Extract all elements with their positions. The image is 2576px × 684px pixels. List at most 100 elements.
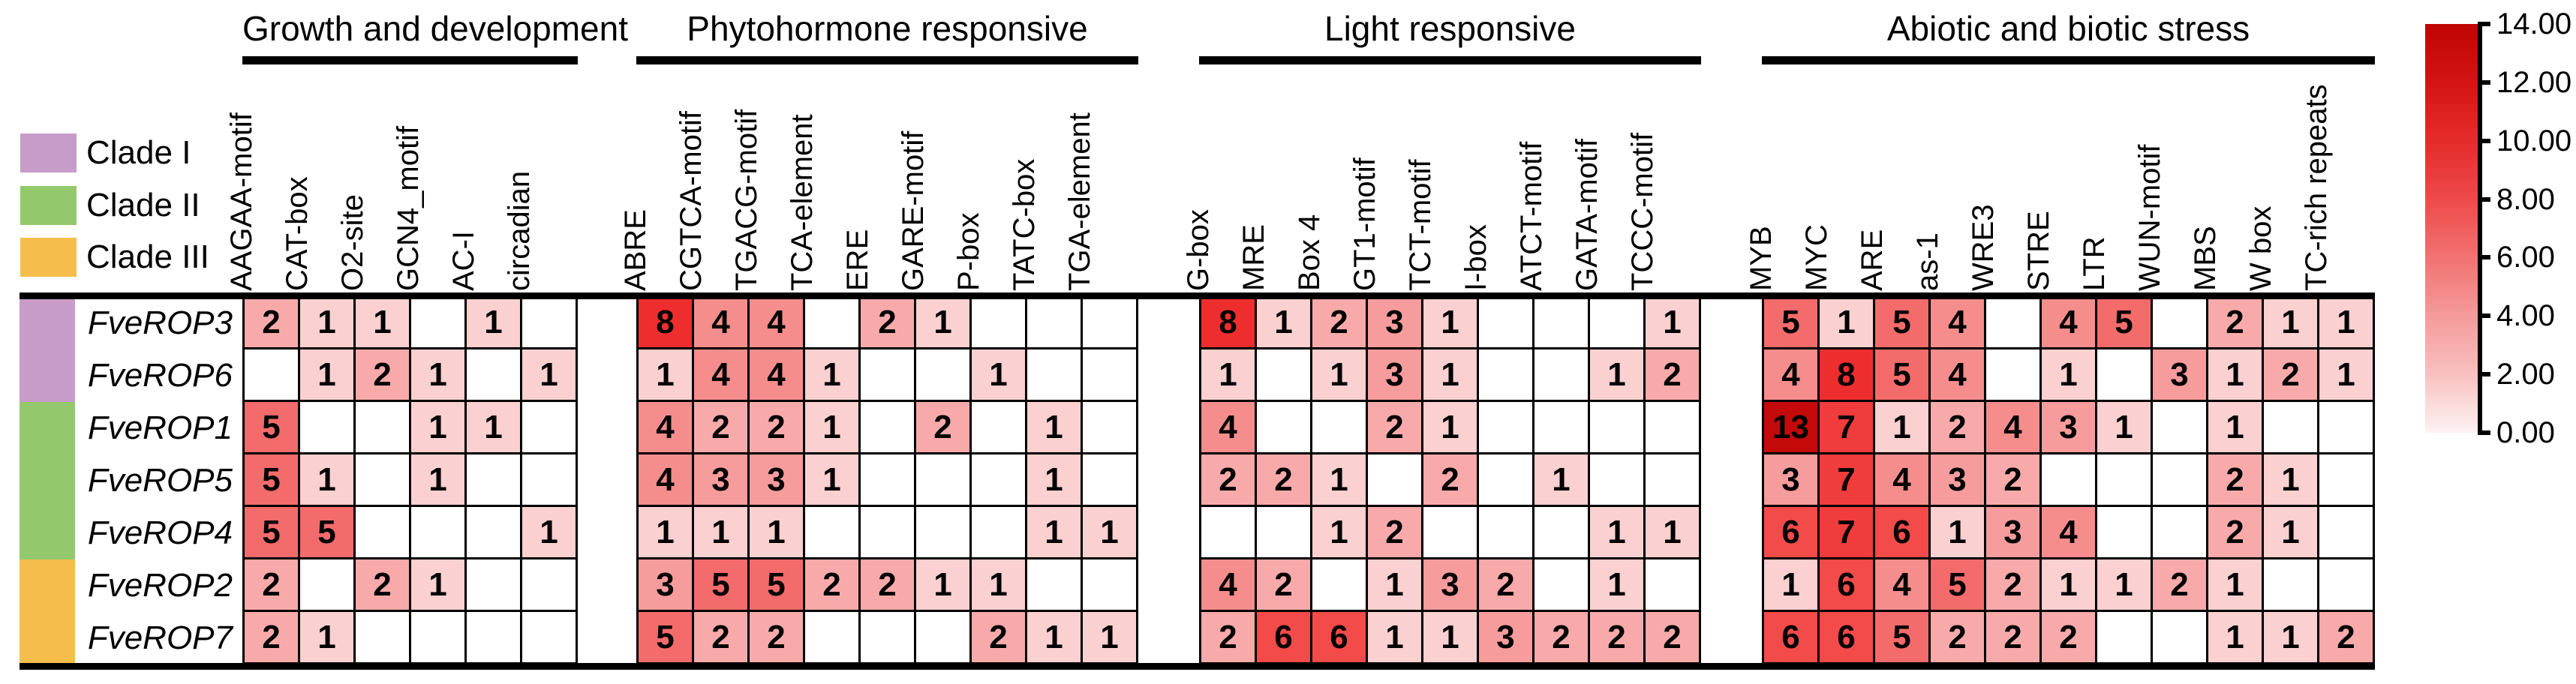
heatmap-cell-value: 2: [1663, 618, 1682, 656]
column-label: TCA-element: [785, 114, 819, 291]
heatmap-cell: 2: [1368, 507, 1421, 557]
heatmap-cell: 4: [750, 297, 803, 347]
heatmap-cell-value: 1: [1781, 566, 1800, 603]
heatmap-cell-value: 4: [1892, 460, 1911, 498]
heatmap-cell: [467, 507, 520, 557]
heatmap-cell: 6: [1820, 612, 1873, 662]
heatmap-cell: 4: [694, 350, 747, 400]
heatmap-cell-value: 3: [1385, 356, 1404, 393]
heatmap-cell: [522, 560, 576, 610]
heatmap-cell: 1: [1083, 612, 1136, 662]
heatmap-cell: 2: [1986, 612, 2039, 662]
heatmap-cell-value: 5: [2115, 303, 2133, 340]
heatmap-cell: 1: [2264, 454, 2317, 505]
heatmap-cell-value: 1: [1330, 513, 1348, 550]
heatmap-cell: 2: [1986, 560, 2039, 610]
heatmap-cell: 1: [1423, 612, 1477, 662]
heatmap-cell-value: 2: [1607, 618, 1626, 656]
heatmap-cell: 1: [356, 297, 409, 347]
heatmap-cell: 1: [1875, 402, 1928, 452]
heatmap-cell: [1201, 507, 1255, 557]
column-label: GT1-motif: [1348, 158, 1381, 291]
heatmap-cell: 5: [2097, 297, 2151, 347]
heatmap-cell-value: 4: [656, 460, 675, 498]
column-label: as-1: [1910, 232, 1944, 291]
column-group-underline-bar: [1199, 56, 1701, 64]
column-label: TGA-element: [1063, 112, 1096, 291]
heatmap-cell: [300, 560, 353, 610]
heatmap-cell-value: 1: [989, 356, 1008, 393]
heatmap-cell-value: 4: [711, 303, 730, 340]
heatmap-cell: 3: [2153, 350, 2206, 400]
heatmap-cell-value: 5: [1892, 303, 1911, 340]
heatmap-cell-value: 7: [1837, 460, 1856, 498]
heatmap-cell: 6: [1764, 507, 1817, 557]
heatmap-cell: [1027, 350, 1081, 400]
heatmap-cell-value: 1: [822, 460, 841, 498]
column-label: Box 4: [1292, 214, 1326, 291]
heatmap-cell-value: 2: [2281, 356, 2300, 393]
colorbar-tick-label: 14.00: [2496, 8, 2572, 40]
heatmap-cell: 5: [1764, 297, 1817, 347]
heatmap-cell: 1: [972, 350, 1025, 400]
heatmap-cell: 1: [1590, 350, 1643, 400]
heatmap-cell: 1: [639, 507, 692, 557]
heatmap-cell: [522, 297, 576, 347]
column-label: ERE: [840, 229, 874, 291]
heatmap-cell-value: 1: [428, 408, 447, 446]
heatmap-cell: [1027, 560, 1081, 610]
heatmap-cell: 2: [1646, 350, 1699, 400]
heatmap-cell: 1: [300, 297, 353, 347]
heatmap-cell: [1257, 350, 1310, 400]
heatmap-cell: [916, 350, 969, 400]
heatmap-cell-value: 2: [767, 618, 786, 656]
colorbar-tick: [2478, 255, 2490, 260]
heatmap-cell: [861, 402, 914, 452]
heatmap-cell: 6: [1312, 612, 1366, 662]
column-label: WUN-motif: [2133, 144, 2166, 291]
heatmap-cell: 2: [1534, 612, 1588, 662]
heatmap-cell: 1: [522, 507, 576, 557]
heatmap-cell: 8: [639, 297, 692, 347]
heatmap-cell: 3: [1986, 507, 2039, 557]
heatmap-cell-value: 13: [1772, 408, 1809, 446]
heatmap-cell: 1: [1590, 507, 1643, 557]
heatmap-cell: 6: [1764, 612, 1817, 662]
heatmap-cell: [1590, 454, 1643, 505]
heatmap-cell-value: 1: [1385, 566, 1404, 603]
heatmap-cell: 4: [1931, 350, 1984, 400]
heatmap-cell-value: 4: [2059, 303, 2078, 340]
heatmap-cell-value: 1: [1607, 513, 1626, 550]
heatmap-cell: [972, 402, 1025, 452]
heatmap-top-border: [20, 292, 2375, 299]
heatmap-cell: 1: [2097, 402, 2151, 452]
heatmap-cell: 3: [1423, 560, 1477, 610]
heatmap-cell: [1479, 297, 1532, 347]
heatmap-cell: 1: [411, 350, 464, 400]
heatmap-cell: 6: [1875, 507, 1928, 557]
heatmap-cell: [2153, 297, 2206, 347]
heatmap-cell: 2: [694, 402, 747, 452]
heatmap-cell-value: 1: [1330, 356, 1348, 393]
heatmap-cell: [2264, 402, 2317, 452]
heatmap-cell-value: 1: [317, 303, 336, 340]
heatmap-cell: [2153, 612, 2206, 662]
heatmap-cell: 1: [411, 560, 464, 610]
heatmap-cell: 2: [1646, 612, 1699, 662]
gene-row-label: FveROP4: [87, 514, 233, 551]
column-label: CGTCA-motif: [674, 111, 708, 291]
heatmap-cell: [2319, 402, 2373, 452]
heatmap-cell: [972, 507, 1025, 557]
heatmap-cell: 2: [2042, 612, 2095, 662]
heatmap-cell-value: 1: [428, 460, 447, 498]
heatmap-cell: 1: [2264, 297, 2317, 347]
heatmap-cell: 1: [1368, 560, 1421, 610]
heatmap-cell-value: 1: [540, 513, 558, 550]
heatmap-cell: 1: [694, 507, 747, 557]
heatmap-cell-value: 2: [262, 618, 281, 656]
heatmap-cell: 1: [2208, 402, 2262, 452]
heatmap-cell: 3: [694, 454, 747, 505]
heatmap-cell-value: 2: [1219, 460, 1237, 498]
heatmap-cell: [2319, 454, 2373, 505]
heatmap-cell: [1312, 560, 1366, 610]
